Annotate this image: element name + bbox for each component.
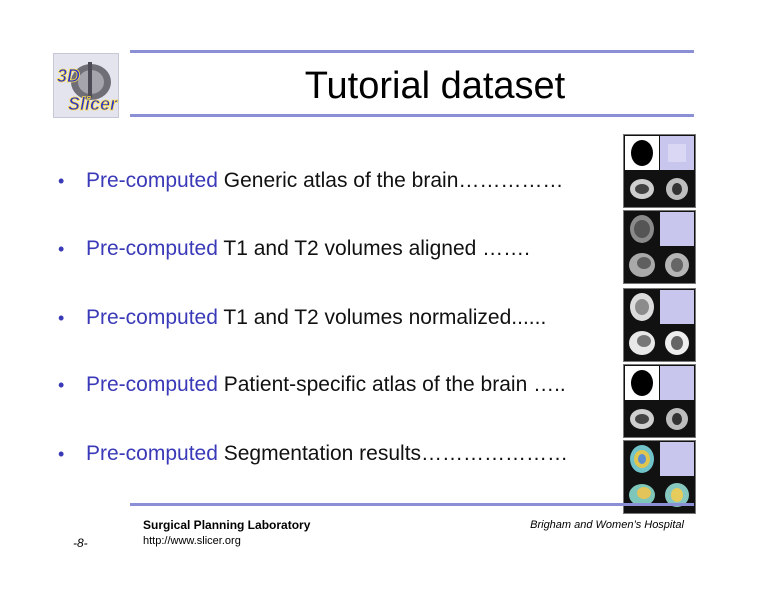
brain-atlas-image [624, 135, 695, 207]
footer-hospital: Brigham and Women’s Hospital [530, 519, 684, 531]
bullet-accent: Pre-computed [86, 442, 218, 465]
footer-url: http://www.slicer.org [143, 535, 241, 547]
bullet-item-volumes-normalized: • Pre-computed T1 and T2 volumes normaliz… [58, 305, 546, 331]
bullet-accent: Pre-computed [86, 237, 218, 260]
mri-aligned-image [624, 211, 695, 283]
footer-lab-name: Surgical Planning Laboratory [143, 518, 311, 532]
bullet-icon: • [58, 308, 65, 328]
slicer-logo: 3D Slicer [53, 53, 119, 118]
bullet-item-patient-atlas: • Pre-computed Patient-specific atlas of … [58, 372, 566, 398]
bullet-text: Segmentation results………………… [223, 442, 569, 465]
page-number: -8- [73, 536, 88, 550]
bullet-text: Generic atlas of the brain…………… [223, 169, 564, 192]
bullet-accent: Pre-computed [86, 169, 218, 192]
title-top-rule [130, 50, 694, 53]
footer-rule [130, 503, 694, 506]
bullet-item-volumes-aligned: • Pre-computed T1 and T2 volumes aligned … [58, 236, 530, 262]
mri-normalized-image [624, 289, 695, 361]
bullet-text: T1 and T2 volumes aligned ……. [223, 237, 530, 260]
bullet-text: T1 and T2 volumes normalized...... [223, 306, 547, 329]
bullet-icon: • [58, 239, 65, 259]
thumbnail-segmentation [623, 440, 696, 514]
bullet-text: Patient-specific atlas of the brain ….. [223, 373, 566, 396]
thumbnail-generic-atlas [623, 134, 696, 208]
slide-title: Tutorial dataset [304, 65, 566, 107]
logo-text-slicer: Slicer [68, 94, 118, 114]
bullet-accent: Pre-computed [86, 306, 218, 329]
bullet-item-segmentation: • Pre-computed Segmentation results………………… [58, 441, 568, 467]
bullet-icon: • [58, 171, 65, 191]
thumbnail-volumes-normalized [623, 288, 696, 362]
bullet-icon: • [58, 375, 65, 395]
bullet-item-generic-atlas: • Pre-computed Generic atlas of the brain… [58, 168, 563, 194]
bullet-accent: Pre-computed [86, 373, 218, 396]
bullet-icon: • [58, 444, 65, 464]
patient-atlas-image [624, 365, 695, 437]
title-bottom-rule [130, 114, 694, 117]
thumbnail-volumes-aligned [623, 210, 696, 284]
slicer-logo-icon: 3D Slicer [54, 54, 118, 117]
thumbnail-patient-atlas [623, 364, 696, 438]
logo-text-3d: 3D [57, 66, 80, 86]
segmentation-image [624, 441, 695, 513]
